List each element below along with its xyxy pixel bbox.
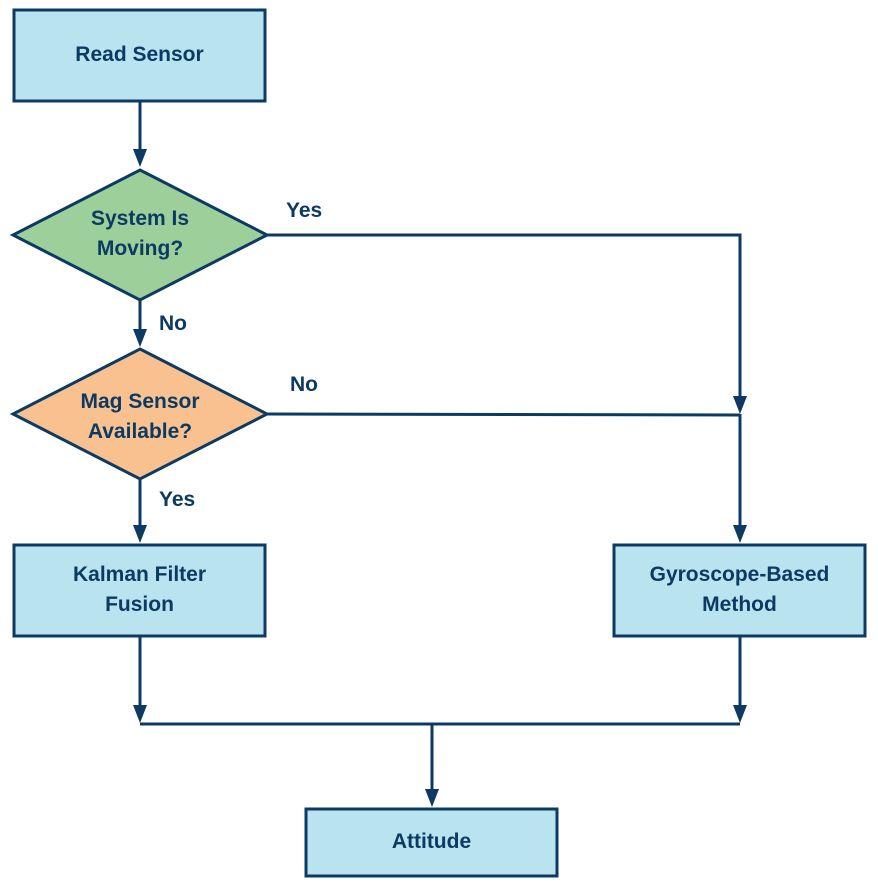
mag-sensor-label-line-2: Available?: [87, 420, 193, 443]
nodes: [9, 8, 867, 878]
system-moving-diamond: [9, 168, 271, 302]
system-moving-label: System Is Moving?: [13, 204, 267, 264]
arrowhead-read-to-moving: [133, 149, 147, 167]
system-moving-label-line-2: Moving?: [96, 237, 184, 260]
mag-sensor-diamond: [9, 347, 271, 481]
arrowhead-moving-yes: [733, 396, 747, 414]
gyro-label: Gyroscope-Based Method: [614, 560, 865, 620]
edges: [133, 101, 747, 807]
edge-moving-yes: [267, 233, 742, 397]
arrowhead-mag-yes: [133, 525, 147, 543]
arrowhead-gyro-out: [733, 705, 747, 723]
read-sensor-label-line-1: Read Sensor: [75, 43, 204, 66]
edge-label-moving-no: No: [159, 312, 187, 335]
arrowhead-to-attitude: [425, 789, 439, 807]
system-moving-label-line-1: System Is: [90, 207, 190, 230]
gyro-box: [612, 543, 867, 638]
edge-label-moving-yes: Yes: [286, 199, 323, 222]
edge-label-mag-yes: Yes: [159, 488, 196, 511]
gyro-label-line-2: Method: [702, 593, 777, 616]
gyro-label-line-1: Gyroscope-Based: [649, 563, 830, 586]
kalman-box: [12, 543, 267, 638]
read-sensor-box: [12, 8, 267, 103]
arrowhead-kalman-out: [133, 705, 147, 723]
kalman-label: Kalman Filter Fusion: [14, 560, 265, 620]
attitude-label: Attitude: [306, 827, 557, 857]
arrowhead-moving-no: [133, 329, 147, 347]
mag-sensor-label: Mag Sensor Available?: [13, 387, 267, 447]
read-sensor-label: Read Sensor: [14, 40, 265, 70]
edge-mag-no: [266, 412, 741, 417]
attitude-label-line-1: Attitude: [391, 830, 472, 853]
kalman-label-line-2: Fusion: [105, 593, 174, 616]
mag-sensor-label-line-1: Mag Sensor: [80, 390, 200, 413]
edge-label-mag-no: No: [290, 373, 318, 396]
arrowhead-to-gyro: [733, 525, 747, 543]
kalman-label-line-1: Kalman Filter: [72, 563, 207, 586]
attitude-box: [304, 807, 559, 878]
